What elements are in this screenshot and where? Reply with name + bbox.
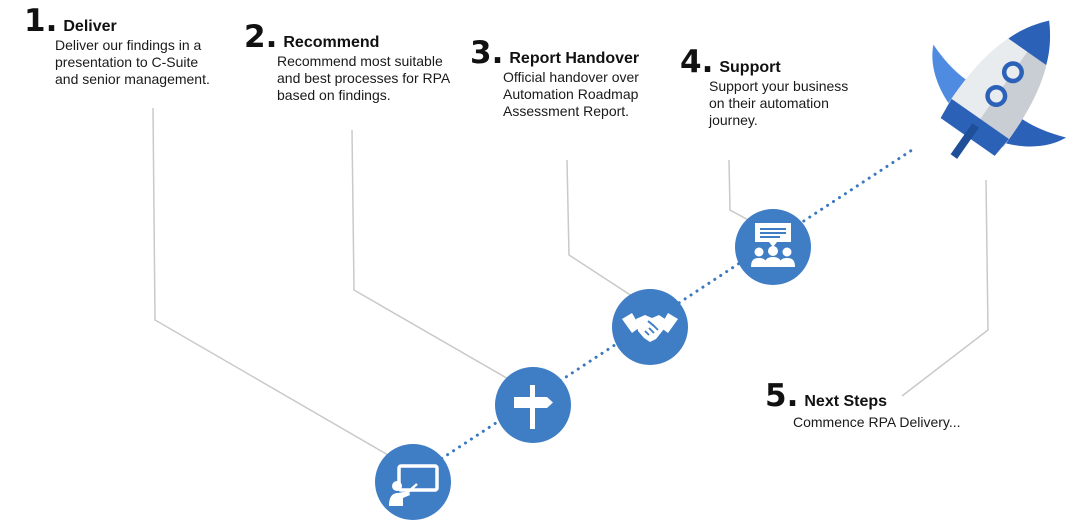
handshake-icon (612, 289, 688, 365)
description-line: Assessment Report. (503, 103, 630, 119)
description-line: Support your business (709, 78, 849, 94)
connector-step-5 (901, 179, 989, 397)
step-number: 2. (244, 19, 278, 55)
description-line: Official handover over (503, 69, 639, 85)
description-line: presentation to C-Suite (55, 54, 199, 70)
signpost-icon (495, 367, 571, 443)
step-number: 1. (24, 3, 58, 39)
step-description: Deliver our findings in a presentation t… (55, 37, 210, 88)
step-number: 4. (680, 44, 714, 80)
connector-step-4 (728, 159, 753, 223)
step-title: Recommend (283, 34, 380, 51)
connector-step-1 (152, 107, 389, 456)
description-line: Deliver our findings in a (55, 37, 202, 53)
description-line: Automation Roadmap (503, 86, 639, 102)
step-description: Commence RPA Delivery... (793, 414, 961, 431)
description-line: on their automation (709, 95, 829, 111)
step-title: Support (719, 59, 781, 76)
presentation-icon (375, 444, 451, 520)
description-line: journey. (709, 112, 758, 128)
step-title: Report Handover (509, 50, 640, 67)
description-line: Commence RPA Delivery... (793, 414, 961, 430)
description-line: and best processes for RPA (277, 70, 451, 86)
step-description: Recommend most suitable and best process… (277, 53, 450, 104)
step-report-handover: 3. Report Handover Official handover ove… (470, 38, 639, 120)
step-deliver: 1. Deliver Deliver our findings in a pre… (24, 6, 210, 88)
step-description: Support your business on their automatio… (709, 78, 848, 129)
description-line: and senior management. (55, 71, 210, 87)
connector-step-3 (566, 159, 639, 301)
connector-step-2 (351, 129, 511, 381)
step-description: Official handover over Automation Roadma… (503, 69, 639, 120)
rocket-icon (932, 20, 1067, 159)
step-number: 5. (765, 378, 799, 414)
step-recommend: 2. Recommend Recommend most suitable and… (244, 22, 450, 104)
step-number: 3. (470, 35, 504, 71)
step-title: Next Steps (804, 393, 888, 410)
step-next-steps: 5. Next Steps Commence RPA Delivery... (765, 381, 961, 431)
step-title: Deliver (63, 18, 117, 35)
support-chat-icon (735, 209, 811, 285)
step-support: 4. Support Support your business on thei… (680, 47, 848, 129)
description-line: based on findings. (277, 87, 391, 103)
description-line: Recommend most suitable (277, 53, 443, 69)
